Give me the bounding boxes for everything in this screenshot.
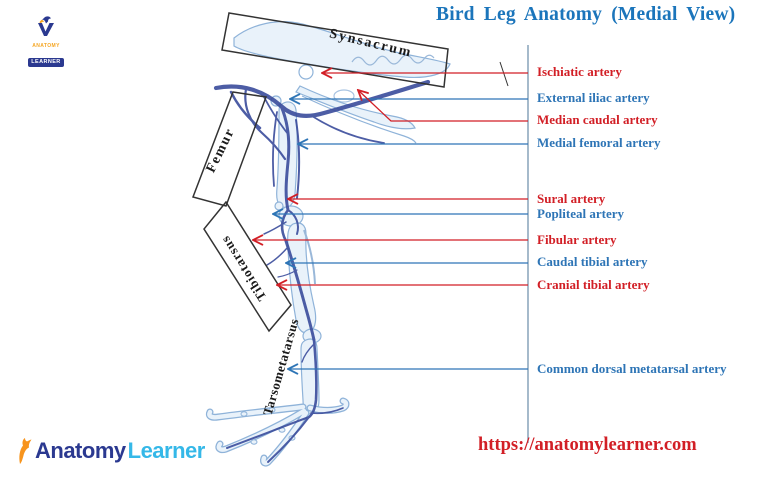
website-url[interactable]: https://anatomylearner.com [478, 435, 697, 455]
page-title: Bird Leg Anatomy (Medial View) [436, 4, 736, 25]
artery-label-external-iliac: External iliac artery [537, 90, 650, 105]
corner-logo-bird-icon [38, 16, 54, 36]
brand-bird-icon [19, 438, 32, 464]
bone-label-tibiotarsus: Tibiotarsus [217, 233, 269, 304]
corner-logo-text-anatomy: ANATOMY [32, 43, 60, 50]
leader-arrows [253, 73, 528, 369]
blood-vessels [213, 79, 431, 463]
synsacrum-box [221, 12, 449, 88]
artery-label-ischiatic: Ischiatic artery [537, 64, 622, 79]
corner-logo-text-learner: LEARNER [28, 58, 64, 67]
arrow-median-caudal [358, 90, 528, 122]
artery-label-common-dorsal-metatarsal: Common dorsal metatarsal artery [537, 361, 727, 376]
brand-word-anatomy: Anatomy [35, 438, 126, 463]
artery-label-medial-femoral: Medial femoral artery [537, 135, 661, 150]
skeleton-bones [233, 21, 451, 415]
bone-label-femur: Femur [204, 126, 238, 176]
bone-label-boxes [192, 12, 509, 333]
artery-label-fibular: Fibular artery [537, 232, 617, 247]
femur-box [192, 91, 268, 207]
artery-label-median-caudal: Median caudal artery [537, 112, 658, 127]
corner-logo: ANATOMY LEARNER [24, 16, 68, 68]
brand-word-learner: Learner [127, 438, 206, 463]
artery-label-cranial-tibial: Cranial tibial artery [537, 277, 650, 292]
tibiotarsus-box [203, 200, 292, 333]
artery-label-popliteal: Popliteal artery [537, 206, 624, 221]
artery-label-sural: Sural artery [537, 191, 606, 206]
artery-label-caudal-tibial: Caudal tibial artery [537, 254, 648, 269]
bone-label-tarsometatarsus: Tarsometatarsus [260, 317, 302, 417]
